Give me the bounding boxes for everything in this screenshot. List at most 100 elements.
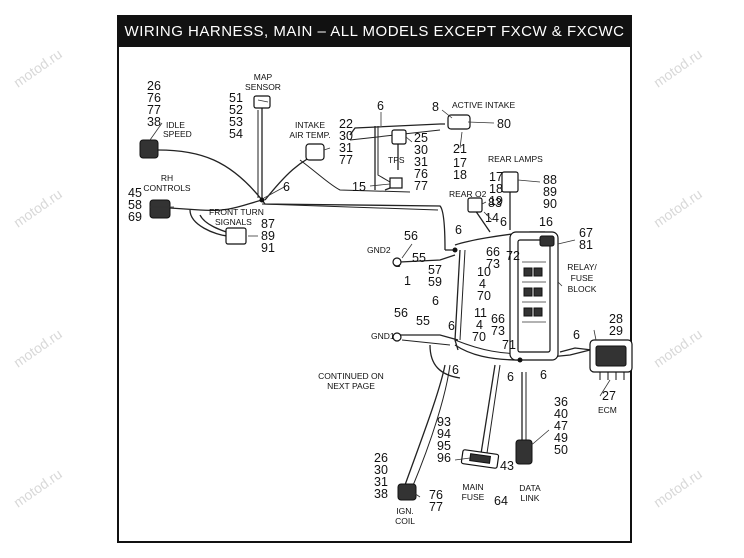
- callout: 87: [261, 217, 275, 231]
- front-turn-label-1: FRONT TURN: [209, 207, 264, 217]
- map-sensor-connector: [253, 95, 271, 109]
- callout: 53: [229, 115, 243, 129]
- rear-o2-label: REAR O2: [449, 189, 487, 199]
- callout: 47: [554, 419, 568, 433]
- map-sensor-label-2: SENSOR: [245, 82, 281, 92]
- callout: 77: [429, 500, 443, 514]
- callout: 89: [261, 229, 275, 243]
- callout: 72: [506, 249, 520, 263]
- callout: 25: [414, 131, 428, 145]
- callout: 17: [489, 170, 503, 184]
- data-link-connector: [515, 439, 533, 465]
- tps-connector: [391, 129, 407, 145]
- ecm-label: ECM: [598, 405, 617, 415]
- callout: 36: [554, 395, 568, 409]
- callout: 66: [491, 312, 505, 326]
- callout: 71: [502, 338, 516, 352]
- iat-connector: [305, 143, 325, 161]
- gnd1-terminal: [392, 332, 402, 342]
- tps-label: TPS: [388, 155, 405, 165]
- callout: 77: [147, 103, 161, 117]
- callout: 30: [374, 463, 388, 477]
- callout: 58: [128, 198, 142, 212]
- callout: 56: [394, 306, 408, 320]
- active-intake-label: ACTIVE INTAKE: [452, 100, 515, 110]
- callout: 77: [339, 153, 353, 167]
- callout: 11: [474, 306, 487, 320]
- callout: 67: [579, 226, 593, 240]
- continued-label-2: NEXT PAGE: [327, 381, 375, 391]
- callout: 30: [339, 129, 353, 143]
- callout: 94: [437, 427, 451, 441]
- callout: 22: [339, 117, 353, 131]
- rh-controls-label-1: RH: [161, 173, 173, 183]
- gnd2-terminal: [392, 257, 402, 267]
- callout: 17: [453, 156, 467, 170]
- callout: 16: [539, 215, 553, 229]
- callout: 66: [486, 245, 500, 259]
- callout: 64: [494, 494, 508, 508]
- callout: 49: [554, 431, 568, 445]
- text-labels: MAP SENSOR 51 52 53 54 26 76 77 38 IDLE …: [128, 72, 623, 526]
- callout: 73: [491, 324, 505, 338]
- callout: 28: [609, 312, 623, 326]
- callout: 31: [414, 155, 428, 169]
- diagram-title: WIRING HARNESS, MAIN – ALL MODELS EXCEPT…: [119, 17, 630, 47]
- main-fuse: [460, 449, 500, 469]
- relay-fuse-block-label-2: FUSE: [571, 273, 594, 283]
- front-turn-signals-connector: [225, 227, 247, 245]
- callout: 6: [573, 328, 580, 342]
- callout: 10: [477, 265, 491, 279]
- callout: 76: [429, 488, 443, 502]
- relay-fuse-block: [509, 231, 559, 361]
- callout: 29: [609, 324, 623, 338]
- callout: 15: [352, 180, 366, 194]
- rear-lamps-label: REAR LAMPS: [488, 154, 543, 164]
- callout: 50: [554, 443, 568, 457]
- component-15: [389, 177, 403, 189]
- callout: 57: [428, 263, 442, 277]
- harness-wires: [157, 105, 593, 489]
- callout: 96: [437, 451, 451, 465]
- callout: 31: [339, 141, 353, 155]
- callout: 95: [437, 439, 451, 453]
- rear-lamps-connector: [501, 171, 519, 193]
- callout: 70: [472, 330, 486, 344]
- callout: 55: [412, 251, 426, 265]
- callout: 21: [453, 142, 467, 156]
- callout: 38: [374, 487, 388, 501]
- callout: 70: [477, 289, 491, 303]
- callout: 43: [500, 459, 514, 473]
- callout: 90: [543, 197, 557, 211]
- callout: 4: [479, 277, 486, 291]
- iat-label-1: INTAKE: [295, 120, 325, 130]
- callout: 6: [448, 319, 455, 333]
- callout: 40: [554, 407, 568, 421]
- callout: 14: [485, 211, 499, 225]
- callout: 26: [374, 451, 388, 465]
- components: [139, 95, 633, 501]
- callout: 89: [543, 185, 557, 199]
- callout: 83: [488, 196, 502, 210]
- callout: 6: [283, 180, 290, 194]
- callout: 6: [455, 223, 462, 237]
- rear-o2-connector: [467, 197, 483, 213]
- callout: 8: [432, 100, 439, 114]
- callout: 19: [489, 194, 503, 208]
- gnd1-label: GND1: [371, 331, 395, 341]
- ecm-connector: [589, 339, 633, 380]
- callout: 91: [261, 241, 275, 255]
- idle-speed-label-1: IDLE: [166, 120, 185, 130]
- callout: 1: [404, 274, 411, 288]
- callout: 88: [543, 173, 557, 187]
- callout: 76: [147, 91, 161, 105]
- callout: 6: [507, 370, 514, 384]
- ign-coil-label-2: COIL: [395, 516, 415, 526]
- data-link-label-2: LINK: [521, 493, 540, 503]
- callout: 45: [128, 186, 142, 200]
- callout: 18: [453, 168, 467, 182]
- callout: 51: [229, 91, 243, 105]
- rh-controls-connector: [149, 199, 171, 219]
- idle-speed-connector: [139, 139, 159, 159]
